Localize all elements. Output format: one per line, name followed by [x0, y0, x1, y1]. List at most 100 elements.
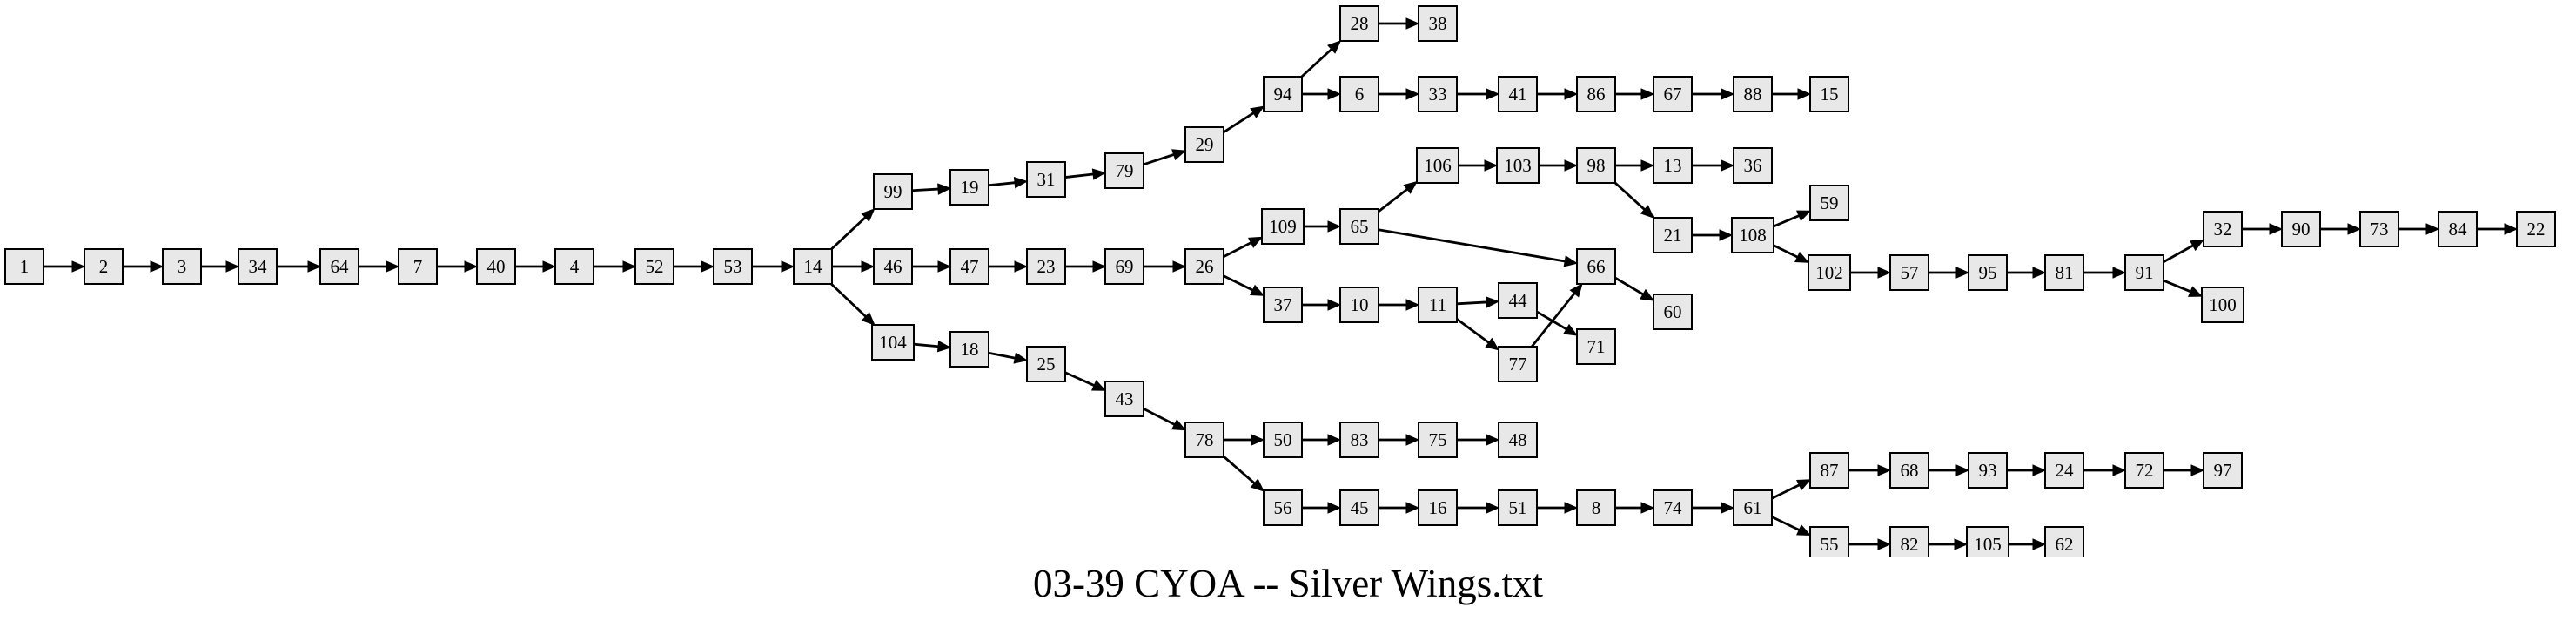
edge-14-to-99	[830, 208, 875, 251]
node-21: 21	[1653, 217, 1693, 253]
node-51: 51	[1498, 489, 1538, 526]
edge-line	[988, 351, 1016, 360]
arrowhead	[1794, 251, 1810, 263]
edge-94-to-28	[1300, 40, 1342, 78]
arrowhead	[1014, 260, 1029, 273]
arrowhead	[1327, 502, 1342, 514]
edge-66-to-60	[1614, 276, 1655, 301]
node-label: 109	[1269, 216, 1297, 237]
edge-line	[1773, 244, 1799, 259]
node-box	[1653, 76, 1693, 112]
node-box	[1263, 489, 1303, 526]
node-box	[1809, 185, 1849, 221]
node-109: 109	[1261, 208, 1305, 245]
edge-98-to-21	[1614, 181, 1654, 219]
edge-64-to-7	[359, 260, 400, 273]
node-1: 1	[4, 248, 44, 285]
node-box	[2359, 211, 2399, 247]
node-29: 29	[1184, 126, 1224, 163]
edge-13-to-36	[1692, 159, 1735, 172]
edge-line	[1223, 241, 1252, 259]
edge-line	[1143, 407, 1176, 426]
arrowhead	[1564, 88, 1579, 100]
node-label: 31	[1037, 169, 1056, 190]
node-box	[1498, 76, 1538, 112]
edge-79-to-29	[1143, 149, 1187, 166]
node-40: 40	[476, 248, 516, 285]
node-box	[1576, 147, 1616, 184]
node-box	[1576, 76, 1616, 112]
arrowhead	[1640, 205, 1654, 219]
arrowhead	[2190, 464, 2205, 476]
arrowhead	[1721, 159, 1735, 172]
edge-52-to-53	[674, 260, 715, 273]
edge-line	[913, 342, 939, 348]
node-64: 64	[319, 248, 359, 285]
node-box	[1261, 208, 1305, 245]
arrowhead	[1405, 88, 1420, 100]
edge-46-to-47	[912, 260, 952, 273]
node-label: 106	[1424, 155, 1452, 176]
node-25: 25	[1026, 346, 1066, 382]
arrowhead	[1013, 177, 1029, 189]
node-label: 26	[1196, 256, 1214, 277]
arrowhead	[1405, 17, 1420, 30]
arrowhead	[937, 260, 952, 273]
edge-11-to-44	[1456, 296, 1500, 308]
arrowhead	[1250, 478, 1265, 492]
edge-104-to-18	[913, 340, 952, 353]
edge-18-to-25	[988, 351, 1029, 364]
node-label: 1	[20, 256, 30, 277]
edge-28-to-38	[1379, 17, 1420, 30]
node-100: 100	[2201, 287, 2244, 323]
edge-2-to-3	[123, 260, 164, 273]
arrowhead	[2112, 267, 2127, 279]
node-box	[1104, 152, 1144, 189]
node-label: 62	[2056, 534, 2074, 555]
node-box	[1026, 346, 1066, 382]
node-label: 69	[1116, 256, 1134, 277]
node-label: 94	[1274, 84, 1293, 105]
edge-108-to-102	[1773, 244, 1810, 263]
arrowhead	[1877, 538, 1892, 550]
arrowhead	[1485, 337, 1500, 351]
node-box	[1968, 254, 2008, 291]
node-97: 97	[2203, 452, 2243, 489]
node-label: 47	[961, 256, 979, 277]
node-68: 68	[1889, 452, 1929, 489]
node-44: 44	[1498, 282, 1538, 319]
node-box	[1653, 147, 1693, 184]
node-label: 82	[1901, 534, 1919, 555]
edge-8-to-74	[1615, 502, 1655, 514]
edge-37-to-10	[1302, 299, 1342, 311]
node-box	[1809, 452, 1849, 489]
edge-3-to-34	[201, 260, 240, 273]
node-box	[398, 248, 438, 285]
edge-line	[1456, 318, 1490, 344]
arrowhead	[1251, 434, 1265, 446]
node-label: 2	[99, 256, 109, 277]
node-box	[873, 173, 913, 210]
node-label: 46	[884, 256, 902, 277]
edge-34-to-64	[277, 260, 322, 273]
arrowhead	[2188, 286, 2204, 297]
node-box	[793, 248, 833, 285]
node-box	[2438, 211, 2478, 247]
node-label: 40	[487, 256, 506, 277]
node-label: 67	[1664, 84, 1682, 105]
node-label: 36	[1744, 155, 1762, 176]
node-label: 44	[1509, 290, 1528, 311]
node-box	[1104, 248, 1144, 285]
node-box	[1418, 489, 1458, 526]
node-46: 46	[873, 248, 913, 285]
arrowhead	[1563, 323, 1579, 336]
node-box	[1184, 126, 1224, 163]
edge-90-to-73	[2320, 223, 2362, 235]
node-label: 75	[1429, 429, 1447, 450]
node-label: 98	[1587, 155, 1606, 176]
node-box	[634, 248, 674, 285]
edge-line	[2163, 244, 2194, 264]
node-15: 15	[1809, 76, 1849, 112]
node-box	[2044, 526, 2084, 557]
